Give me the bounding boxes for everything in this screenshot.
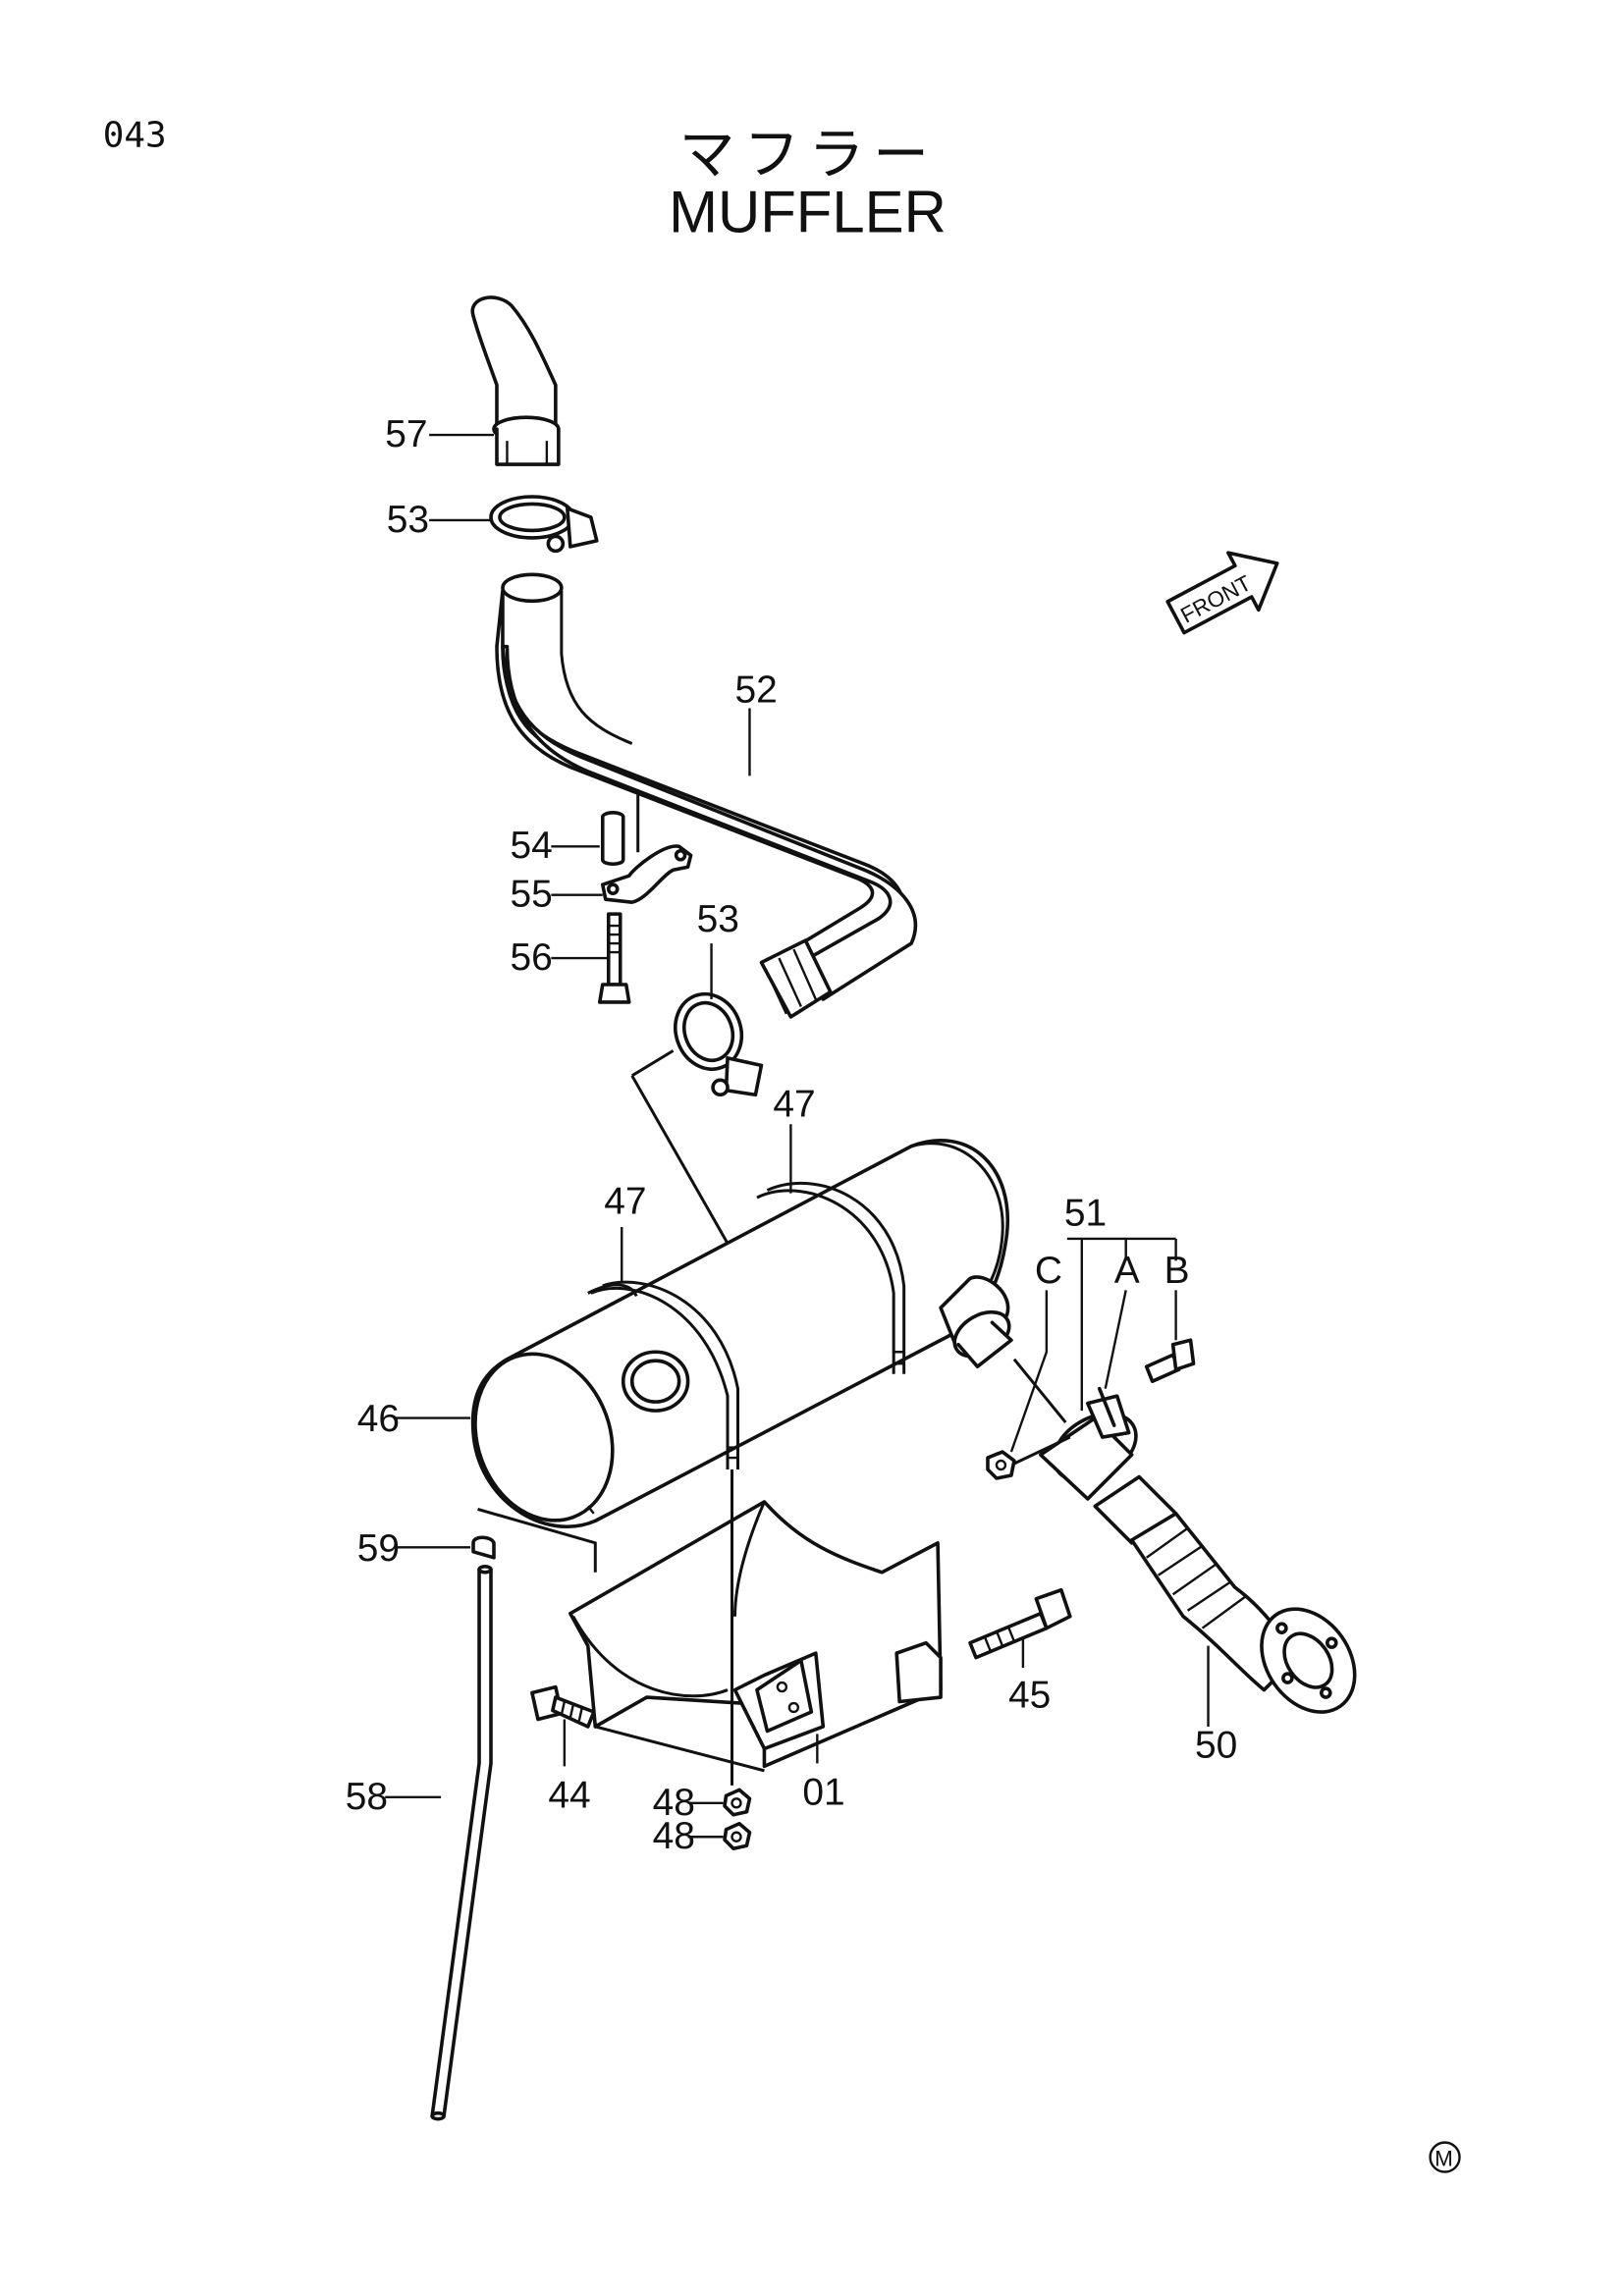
callout-57: 57 [385,413,427,455]
callout-53-lower: 53 [697,898,739,940]
callout-44: 44 [548,1774,590,1816]
nut-48-upper [723,1788,752,1817]
bolt-B [1144,1338,1196,1383]
callout-48-upper: 48 [653,1782,695,1824]
drain-hose-58 [430,1565,493,2121]
callout-C: C [1035,1250,1062,1292]
callout-58: 58 [346,1776,388,1818]
clamp-53-upper [489,495,599,554]
m-mark: M [1429,2141,1461,2173]
nut-48-lower [723,1821,752,1851]
bolt-45 [968,1587,1072,1660]
muffler-outlet [939,1275,1013,1369]
callout-01: 01 [802,1771,844,1813]
bolt-44 [530,1684,596,1729]
title-english: MUFFLER [669,180,947,245]
page-code: 043 [103,116,167,156]
front-arrow: FRONT [1165,551,1279,635]
bracket-55 [600,844,693,904]
nut-C [986,1435,1071,1480]
callout-48-lower: 48 [653,1815,695,1857]
collar-54 [600,793,640,867]
bolt-56 [597,912,631,1004]
callout-54: 54 [510,825,552,867]
callout-50: 50 [1195,1724,1237,1766]
callout-56: 56 [510,936,552,979]
exhaust-pipe-52 [495,572,918,1019]
callout-59: 59 [357,1527,400,1570]
muffler-body-46 [470,1139,1010,1528]
callout-52: 52 [735,669,778,712]
callout-55: 55 [510,874,552,916]
clamp-53-lower [674,991,764,1097]
callout-53-upper: 53 [387,499,429,541]
m-mark-letter: M [1435,2147,1453,2171]
callout-47-left: 47 [604,1181,646,1223]
callout-51: 51 [1064,1192,1107,1234]
leader-lines [385,433,1210,1839]
callout-A: A [1114,1250,1140,1292]
tail-pipe-57 [470,295,561,466]
flex-pipe-50 [1093,1474,1357,1714]
callout-46: 46 [357,1398,400,1440]
callout-47-right: 47 [773,1084,815,1126]
callout-45: 45 [1008,1675,1051,1717]
title-japanese: マフラー [679,123,938,187]
callout-B: B [1164,1250,1190,1292]
clip-59 [471,1535,496,1560]
clamp-51 [1012,1358,1138,1501]
bracket-01 [568,1500,943,1773]
